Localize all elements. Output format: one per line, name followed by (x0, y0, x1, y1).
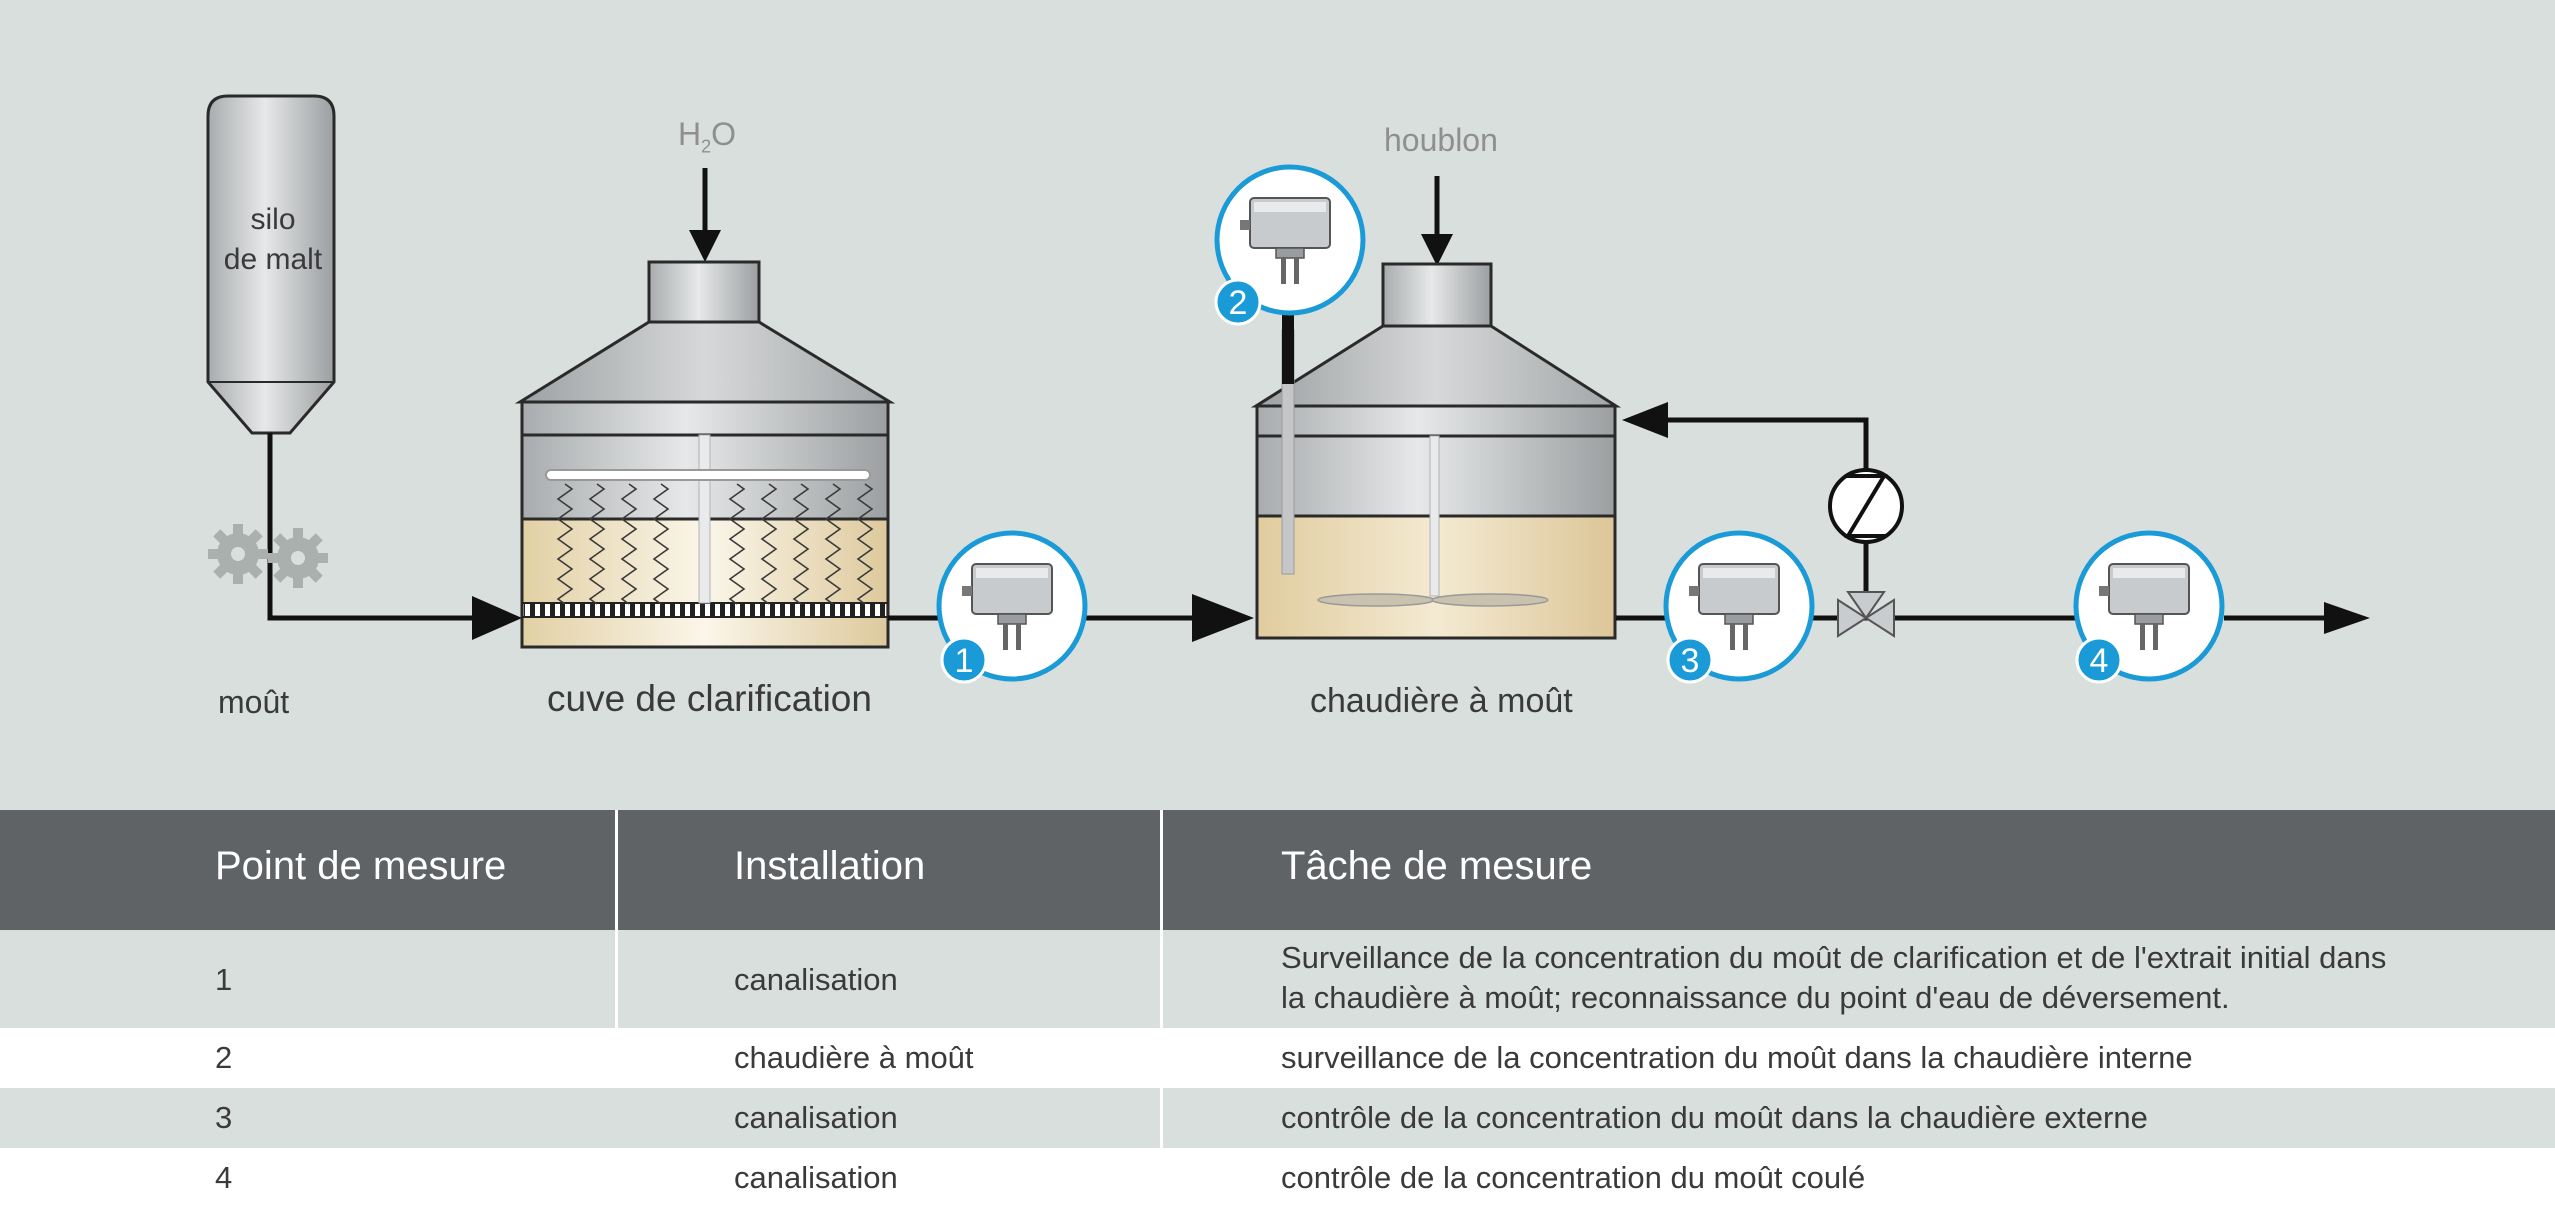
lauter-tun (514, 260, 896, 649)
silo-label-line2: de malt (223, 243, 323, 276)
cell-point: 1 (215, 962, 233, 997)
silo-pipe (267, 433, 480, 621)
column-divider (1160, 930, 1163, 1028)
sensor-flange (2134, 613, 2164, 625)
wort-label: moût (218, 684, 290, 720)
sensor-flange (1275, 247, 1305, 259)
column-divider (615, 810, 618, 930)
sensor-housing-top (1703, 568, 1775, 578)
mash-knife (728, 483, 746, 605)
h2o-h: H (678, 116, 702, 152)
wort-kettle-label: chaudière à moût (1310, 682, 1573, 720)
arrow-to-kettle-top (1622, 402, 1668, 438)
heat-exchanger-icon (1828, 468, 1904, 544)
cell-task: contrôle de la concentration du moût cou… (1281, 1160, 1866, 1195)
cell-installation: canalisation (734, 1160, 898, 1195)
sensor-probe (2140, 624, 2145, 650)
cell-task: Surveillance de la concentration du moût… (1281, 938, 2386, 1018)
badge-circle (1666, 636, 1714, 684)
badge-circle (2075, 636, 2123, 684)
mash-knife (588, 483, 606, 605)
mash-knife (856, 483, 874, 605)
h2o-label: H2O (678, 116, 736, 157)
h2o-o: O (711, 116, 737, 152)
sensor-housing-top (2113, 568, 2185, 578)
sensor-1: 1 (936, 530, 1088, 684)
cell-installation: chaudière à moût (734, 1040, 974, 1075)
cell-installation: canalisation (734, 962, 898, 997)
column-divider (1160, 1088, 1163, 1148)
silo-label-line1: silo (250, 203, 296, 236)
mash-knife (556, 483, 574, 605)
arrow-to-tun (472, 596, 522, 640)
cell-task-line1: Surveillance de la concentration du moût… (1281, 940, 2387, 975)
hops-inlet-arrow (1421, 176, 1453, 266)
three-way-valve-icon (1837, 591, 1895, 638)
table-row: 3 canalisation contrôle de la concentrat… (0, 1088, 2555, 1148)
sensor-probe (1730, 624, 1735, 650)
mash-knife (792, 483, 810, 605)
arrow-to-kettle (1192, 594, 1254, 642)
water-inlet-arrow (689, 168, 721, 262)
sensor-connector (1689, 586, 1699, 596)
sensor-2: 2 (1214, 164, 1366, 326)
sensor-flange (997, 613, 1027, 625)
table-header: Point de mesure Installation Tâche de me… (0, 810, 2555, 930)
hops-label: houblon (1384, 122, 1498, 158)
h2o-subscript: 2 (701, 136, 712, 157)
mash-knife (760, 483, 778, 605)
sensor-probe (2153, 624, 2158, 650)
arrow-outlet (2324, 602, 2370, 634)
lauter-tun-label: cuve de clarification (547, 678, 872, 719)
sensor-probe (1003, 624, 1008, 650)
process-diagram-graphic: 1 2 3 4 (206, 94, 2370, 684)
header-point: Point de mesure (215, 844, 507, 888)
sensor-probe (1294, 258, 1299, 284)
cell-point: 4 (215, 1160, 233, 1195)
cell-installation: canalisation (734, 1100, 898, 1135)
table-row: 1 canalisation Surveillance de la concen… (0, 930, 2555, 1028)
column-divider (1160, 810, 1163, 930)
cell-task-line2: la chaudière à moût; reconnaissance du p… (1281, 980, 2230, 1015)
measurement-table: Point de mesure Installation Tâche de me… (0, 810, 2555, 1210)
table-row: 4 canalisation contrôle de la concentrat… (0, 1148, 2555, 1210)
malt-silo (206, 94, 336, 435)
cell-point: 3 (215, 1100, 233, 1135)
wort-kettle (1250, 262, 1622, 640)
badge-number: 2 (1229, 284, 1248, 322)
sensor-3: 3 (1663, 530, 1815, 684)
sensor-housing-top (976, 568, 1048, 578)
mash-knife (824, 483, 842, 605)
sensor-probe (1281, 258, 1286, 284)
silo-label: silo de malt (218, 200, 328, 280)
badge-number: 4 (2090, 642, 2109, 680)
column-divider (615, 930, 618, 1028)
sensor-connector (2099, 586, 2109, 596)
sensor-probe (1743, 624, 1748, 650)
cell-point: 2 (215, 1040, 233, 1075)
sensor-connector (962, 586, 972, 596)
badge-circle (1214, 278, 1262, 326)
sensor-housing-top (1254, 202, 1326, 212)
sensors: 1 2 3 4 (936, 164, 2225, 684)
mill-gears-icon (208, 524, 328, 588)
sensor-connector (1240, 220, 1250, 230)
header-task: Tâche de mesure (1281, 844, 1593, 888)
mash-knife (652, 483, 670, 605)
badge-number: 3 (1681, 642, 1700, 680)
cell-task: surveillance de la concentration du moût… (1281, 1040, 2193, 1075)
badge-number: 1 (955, 642, 974, 680)
table-row: 2 chaudière à moût surveillance de la co… (0, 1028, 2555, 1088)
sensor-probe (1016, 624, 1021, 650)
sensor-4: 4 (2073, 530, 2225, 684)
header-installation: Installation (734, 844, 926, 888)
mash-knife (620, 483, 638, 605)
sensor-flange (1724, 613, 1754, 625)
cell-task: contrôle de la concentration du moût dan… (1281, 1100, 2148, 1135)
badge-circle (940, 636, 988, 684)
